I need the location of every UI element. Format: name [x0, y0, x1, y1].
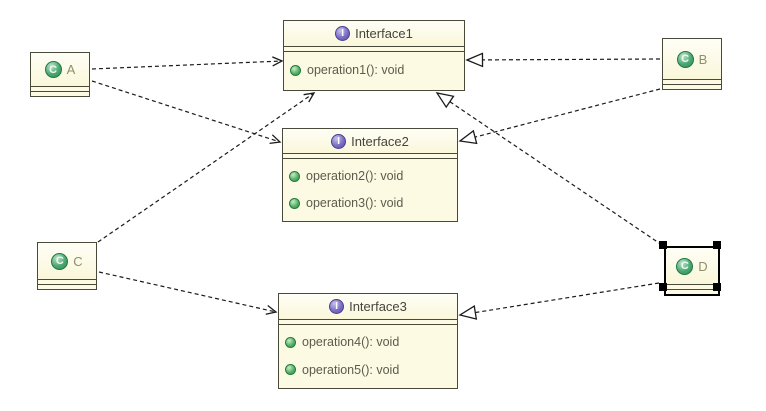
- selection-handle-top-left[interactable]: [659, 241, 667, 249]
- class-a-operations-compartment: [31, 91, 89, 96]
- interface-icon: I: [329, 299, 345, 314]
- operation-label: operation2(): void: [306, 169, 404, 183]
- class-d-title: C D: [666, 248, 718, 285]
- operation-label: operation4(): void: [302, 335, 400, 350]
- node-interface1[interactable]: I Interface1 operation1(): void: [283, 20, 465, 91]
- class-b-attributes-compartment: [663, 80, 721, 84]
- interface1-operations-compartment: operation1(): void: [284, 51, 464, 90]
- class-d-attributes-compartment: [666, 285, 718, 289]
- operation-label: operation3(): void: [306, 196, 404, 210]
- operation-label: operation1(): void: [307, 63, 405, 78]
- class-a-name: A: [66, 62, 76, 77]
- interface2-name: Interface2: [351, 133, 409, 149]
- interface3-operations-compartment: operation4(): void operation5(): void: [279, 325, 457, 388]
- edge-A-Interface1[interactable]: [91, 56, 284, 70]
- class-c-attributes-compartment: [38, 280, 96, 284]
- interface2-title: I Interface2: [283, 129, 457, 154]
- class-c-title: C C: [38, 243, 96, 280]
- edge-D-Interface3[interactable]: [460, 282, 660, 315]
- node-interface2[interactable]: I Interface2 operation2(): void operatio…: [282, 128, 458, 222]
- selection-handle-top-right[interactable]: [713, 241, 721, 249]
- edge-B-Interface2[interactable]: [460, 88, 661, 141]
- operation-item[interactable]: operation4(): void: [285, 330, 453, 354]
- class-icon: C: [676, 50, 694, 68]
- class-c-operations-compartment: [38, 284, 96, 289]
- interface1-name: Interface1: [355, 25, 413, 41]
- edge-D-Interface1[interactable]: [437, 93, 663, 246]
- interface1-attributes-compartment: [284, 46, 464, 51]
- public-operation-icon: [285, 336, 296, 348]
- class-icon: C: [676, 257, 694, 275]
- public-operation-icon: [289, 170, 300, 182]
- node-interface3[interactable]: I Interface3 operation4(): void operatio…: [278, 293, 458, 389]
- class-a-title: C A: [31, 53, 89, 87]
- public-operation-icon: [290, 64, 301, 76]
- public-operation-icon: [285, 364, 296, 376]
- node-class-c[interactable]: C C: [37, 242, 97, 290]
- edge-B-Interface1[interactable]: [467, 59, 661, 60]
- operation-label: operation5(): void: [302, 362, 400, 377]
- class-b-title: C B: [663, 39, 721, 80]
- interface-icon: I: [331, 133, 347, 149]
- class-a-attributes-compartment: [31, 87, 89, 91]
- interface1-title: I Interface1: [284, 21, 464, 47]
- selection-handle-bottom-right[interactable]: [713, 283, 721, 291]
- operation-item[interactable]: operation3(): void: [289, 191, 453, 215]
- class-d-name: D: [698, 258, 708, 274]
- interface-icon: I: [335, 25, 351, 41]
- interface3-title: I Interface3: [279, 294, 457, 320]
- class-b-name: B: [698, 51, 708, 67]
- class-icon: C: [44, 61, 62, 78]
- interface3-name: Interface3: [349, 299, 407, 314]
- class-d-operations-compartment: [666, 289, 718, 294]
- operation-item[interactable]: operation1(): void: [290, 58, 460, 82]
- node-class-b[interactable]: C B: [662, 38, 722, 90]
- interface2-operations-compartment: operation2(): void operation3(): void: [283, 159, 457, 221]
- operation-item[interactable]: operation5(): void: [285, 358, 453, 382]
- class-c-name: C: [73, 253, 83, 269]
- node-class-a[interactable]: C A: [30, 52, 90, 97]
- edge-C-Interface3[interactable]: [98, 271, 278, 315]
- selection-handle-bottom-left[interactable]: [659, 283, 667, 291]
- interface3-attributes-compartment: [279, 320, 457, 324]
- class-b-operations-compartment: [663, 84, 721, 89]
- operation-item[interactable]: operation2(): void: [289, 164, 453, 188]
- interface2-attributes-compartment: [283, 154, 457, 158]
- class-icon: C: [51, 252, 69, 270]
- edge-C-Interface1[interactable]: [97, 92, 316, 243]
- edge-A-Interface2[interactable]: [91, 80, 282, 144]
- node-class-d[interactable]: C D: [664, 246, 720, 296]
- public-operation-icon: [289, 197, 300, 209]
